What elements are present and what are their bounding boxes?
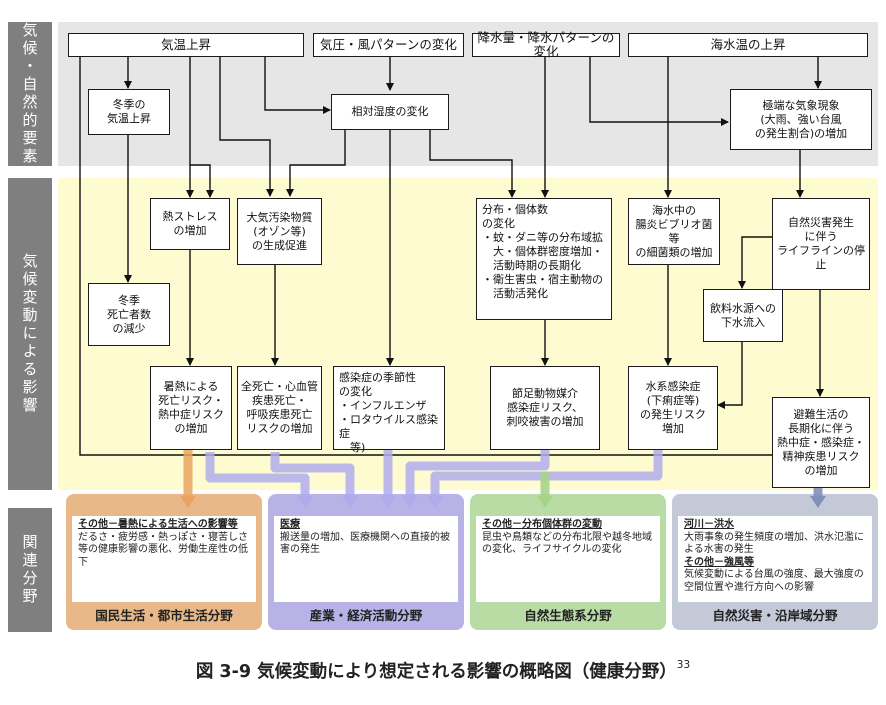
category-lifestyle-body: その他－暑熱による生活への影響等 だるさ・疲労感・熱っぽさ・寝苦しさ等の健康影響… [72,516,256,602]
category-ecosystem-text: 昆虫や鳥類などの分布北限や越冬地域の変化、ライフサイクルの変化 [482,531,652,556]
box-pressure-wind: 気圧・風パターンの変化 [313,33,464,57]
black-arrows [79,57,859,459]
category-lifestyle-text: だるさ・疲労感・熱っぽさ・寝苦しさ等の健康影響の悪化、労働生産性の低下 [78,531,248,568]
box-arthropod: 節足動物媒介 感染症リスク、 刺咬被害の増加 [490,366,600,450]
box-vibrio: 海水中の 腸炎ビブリオ菌等 の細菌類の増加 [628,198,720,265]
box-heat-stress: 熱ストレス の増加 [150,198,230,250]
category-industry: 医療 搬送量の増加、医療機関への直接的被害の発生 産業・経済活動分野 [268,494,464,630]
category-disaster-label: 自然災害・沿岸域分野 [712,608,838,623]
box-waterborne: 水系感染症 (下痢症等) の発生リスク 増加 [628,366,718,450]
category-disaster-text2: 気候変動による台風の強度、最大強度の空間位置や進行方向への影響 [684,569,864,593]
box-seasonal: 感染症の季節性 の変化 ・インフルエンザ ・ロタウイルス感染症 等) [333,366,445,454]
section-label-climate-factors: 気候・自然的要素 [8,22,52,166]
figure-caption: 図 3-9 気候変動により想定される影響の概略図（健康分野）33 [0,658,886,683]
box-lifeline: 自然災害発生 に伴う ライフラインの停止 [772,198,870,290]
category-ecosystem: その他－分布個体群の変動 昆虫や鳥類などの分布北限や越冬地域の変化、ライフサイク… [470,494,666,630]
section-label-related-fields: 関連分野 [8,508,52,632]
category-arrows [183,450,823,500]
box-air-pollution: 大気汚染物質 (オゾン等) の生成促進 [237,198,322,265]
category-ecosystem-label: 自然生態系分野 [524,608,612,623]
category-lifestyle: その他－暑熱による生活への影響等 だるさ・疲労感・熱っぽさ・寝苦しさ等の健康影響… [66,494,262,630]
caption-ref: 33 [676,659,691,671]
category-ecosystem-body: その他－分布個体群の変動 昆虫や鳥類などの分布北限や越冬地域の変化、ライフサイク… [476,516,660,602]
category-lifestyle-heading: その他－暑熱による生活への影響等 [78,519,238,530]
category-industry-heading: 医療 [280,519,300,530]
box-sea-temp: 海水温の上昇 [628,33,868,57]
category-disaster-heading: 河川－洪水 [684,519,734,530]
category-disaster-text: 大雨事象の発生頻度の増加、洪水氾濫による水害の発生 [684,531,864,556]
box-winter-temp: 冬季の 気温上昇 [88,89,170,135]
box-winter-death: 冬季 死亡者数 の減少 [88,283,170,346]
category-industry-label: 産業・経済活動分野 [309,608,423,623]
box-humidity: 相対湿度の変化 [331,94,449,130]
box-drinking-water: 飲料水源への 下水流入 [703,289,783,342]
category-disaster-heading2: その他－強風等 [684,556,754,568]
box-all-death: 全死亡・心血管 疾患死亡・ 呼吸疾患死亡 リスクの増加 [237,366,322,450]
category-disaster: 河川－洪水 大雨事象の発生頻度の増加、洪水氾濫による水害の発生 その他－強風等 … [672,494,878,630]
box-evacuation: 避難生活の 長期化に伴う 熱中症・感染症・ 精神疾患リスク の増加 [772,397,870,488]
box-distribution: 分布・個体数 の変化 ・蚊・ダニ等の分布域拡 大・個体群密度増加・ 活動時期の長… [476,198,612,320]
category-industry-body: 医療 搬送量の増加、医療機関への直接的被害の発生 [274,516,458,602]
caption-text: 図 3-9 気候変動により想定される影響の概略図（健康分野） [195,662,677,682]
category-arrowheads [180,496,826,508]
box-heatstroke: 暑熱による 死亡リスク・ 熱中症リスク の増加 [150,366,232,450]
category-lifestyle-label: 国民生活・都市生活分野 [95,608,233,623]
category-industry-text: 搬送量の増加、医療機関への直接的被害の発生 [280,531,450,556]
category-disaster-body: 河川－洪水 大雨事象の発生頻度の増加、洪水氾濫による水害の発生 その他－強風等 … [678,516,872,602]
category-ecosystem-heading: その他－分布個体群の変動 [482,519,602,530]
section-label-climate-impacts: 気候変動による影響 [8,178,52,490]
box-temp-rise: 気温上昇 [68,33,304,57]
box-extreme: 極端な気象現象 (大雨、強い台風 の発生割合)の増加 [730,89,872,150]
box-precip: 降水量・降水パターンの変化 [472,31,620,59]
